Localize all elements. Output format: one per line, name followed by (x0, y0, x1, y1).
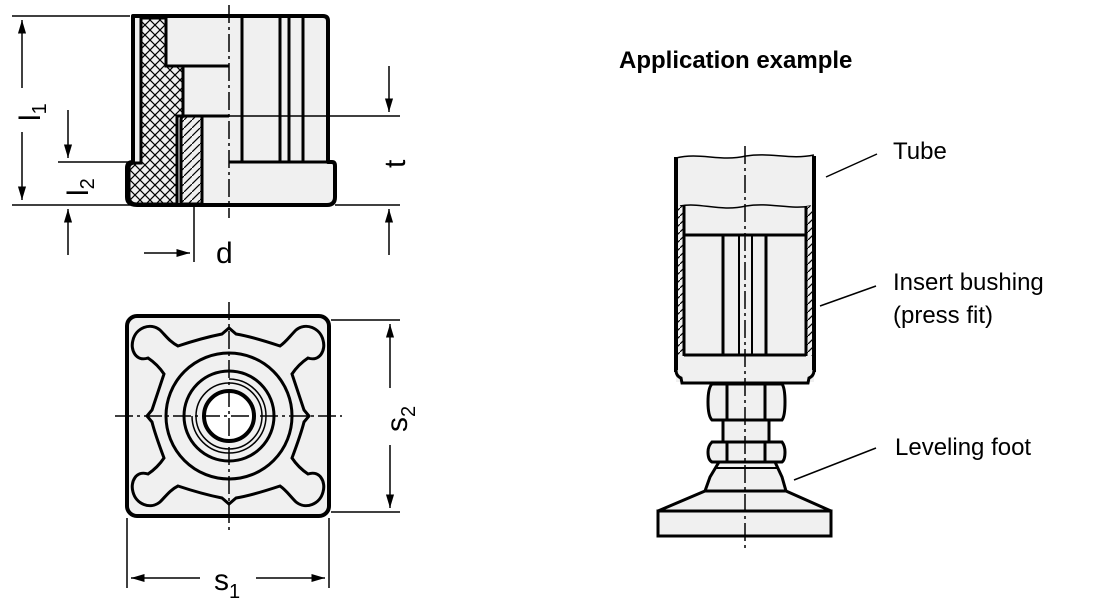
application-example: Application example (619, 47, 1044, 552)
application-title: Application example (619, 47, 852, 74)
tube-break-line (675, 154, 815, 159)
dim-l2-label: l2 (62, 178, 99, 196)
dim-t-label: t (379, 159, 412, 168)
bore-step-lower (181, 66, 229, 118)
thread-arc (191, 378, 267, 454)
leader-foot (793, 447, 877, 481)
side-section-view: l1 l2 t d (12, 5, 412, 270)
insert-wall-hatch-left (678, 206, 684, 356)
hex-nut-lower (706, 440, 787, 464)
insert-hatch-section (179, 114, 204, 206)
hex-nut-upper (706, 382, 787, 422)
threaded-stem (721, 418, 771, 444)
top-view: s1 s2 (115, 302, 420, 603)
dim-s1-label: s1 (214, 564, 240, 603)
insert-wall-hatch-right (806, 206, 812, 356)
callout-insert-bushing: Insert bushing (893, 269, 1044, 296)
callout-leveling-foot: Leveling foot (895, 434, 1031, 461)
bore-step-upper (164, 18, 229, 68)
callout-tube: Tube (893, 138, 947, 165)
insert-break-line (679, 204, 812, 209)
side-outline (125, 14, 337, 207)
callout-press-fit: (press fit) (893, 302, 993, 329)
dim-l1-label: l1 (14, 103, 51, 121)
leader-tube (825, 153, 878, 178)
dim-s2-label: s2 (381, 406, 420, 432)
dim-d-label: d (216, 237, 233, 270)
leader-insert (819, 285, 877, 307)
bushing-body-outline (127, 16, 335, 205)
